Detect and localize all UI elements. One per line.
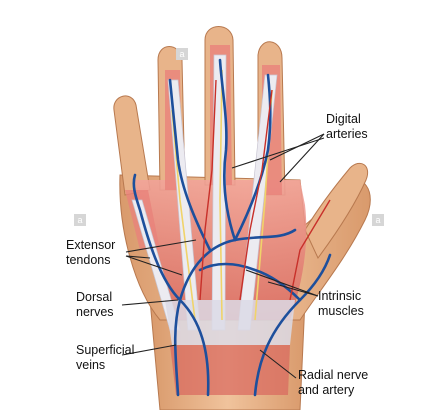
label-line: tendons xyxy=(66,253,115,268)
label-line: muscles xyxy=(318,304,364,319)
label-line: Dorsal xyxy=(76,290,114,305)
label-line: arteries xyxy=(326,127,368,142)
label-line: and artery xyxy=(298,383,368,398)
watermark-mark: a xyxy=(176,48,188,60)
label-line: Superficial xyxy=(76,343,134,358)
label-line: nerves xyxy=(76,305,114,320)
label-line: Digital xyxy=(326,112,368,127)
label-line: Radial nerve xyxy=(298,368,368,383)
label-intrinsic-muscles: Intrinsic muscles xyxy=(318,289,364,319)
watermark-mark: a xyxy=(372,214,384,226)
label-dorsal-nerves: Dorsal nerves xyxy=(76,290,114,320)
label-radial-nerve-artery: Radial nerve and artery xyxy=(298,368,368,398)
label-digital-arteries: Digital arteries xyxy=(326,112,368,142)
label-line: Intrinsic xyxy=(318,289,364,304)
watermark-mark: a xyxy=(74,214,86,226)
label-extensor-tendons: Extensor tendons xyxy=(66,238,115,268)
label-line: veins xyxy=(76,358,134,373)
label-superficial-veins: Superficial veins xyxy=(76,343,134,373)
label-line: Extensor xyxy=(66,238,115,253)
